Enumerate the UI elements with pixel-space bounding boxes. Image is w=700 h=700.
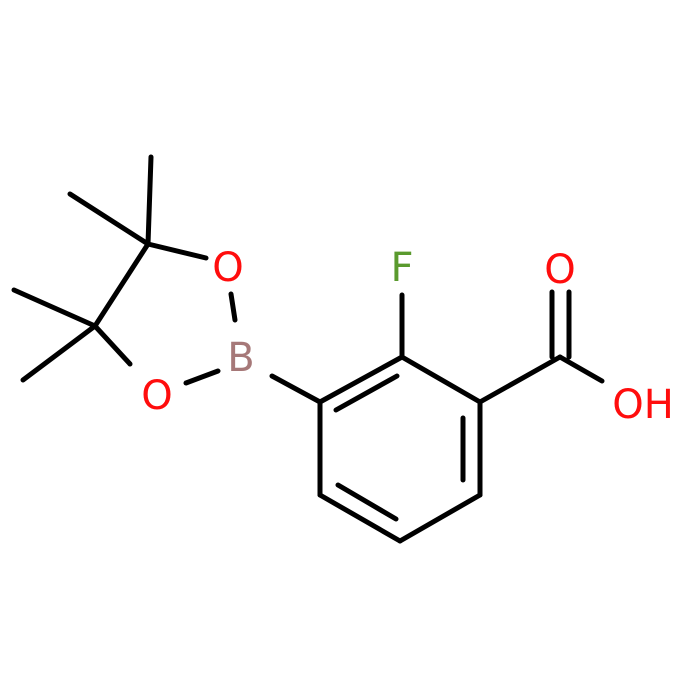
atom-boron: B (227, 335, 254, 381)
ring-bond-c4-c5 (317, 492, 403, 544)
bond-methyl-4 (20, 323, 98, 383)
bond-o-upper-c (145, 241, 209, 261)
atom-ring-oxygen-upper: O (212, 245, 243, 291)
ring-inner-bond-1 (333, 373, 400, 413)
ring-bond-c6-c1 (317, 354, 405, 405)
bond-methyl-2 (67, 191, 151, 247)
atom-carbonyl-oxygen: O (544, 247, 575, 293)
bond-ring-carboxyl (477, 354, 563, 405)
bond-b-o-lower (183, 368, 221, 386)
ring-inner-bond-3 (335, 482, 399, 522)
ring-bond-c1-c2 (399, 354, 483, 405)
bond-ring-boron (269, 373, 323, 405)
bond-c-c (92, 241, 151, 329)
bond-methyl-1 (145, 154, 154, 247)
bond-c-oh (557, 354, 605, 384)
bond-methyl-3 (11, 287, 98, 329)
atom-ring-oxygen-lower: O (141, 373, 172, 419)
atom-fluorine: F (390, 245, 413, 291)
atom-hydroxyl: OH (612, 382, 674, 428)
bond-o-lower-c (92, 323, 133, 367)
ring-bond-c3-c4 (397, 492, 483, 544)
bond-b-o-upper (228, 291, 238, 323)
